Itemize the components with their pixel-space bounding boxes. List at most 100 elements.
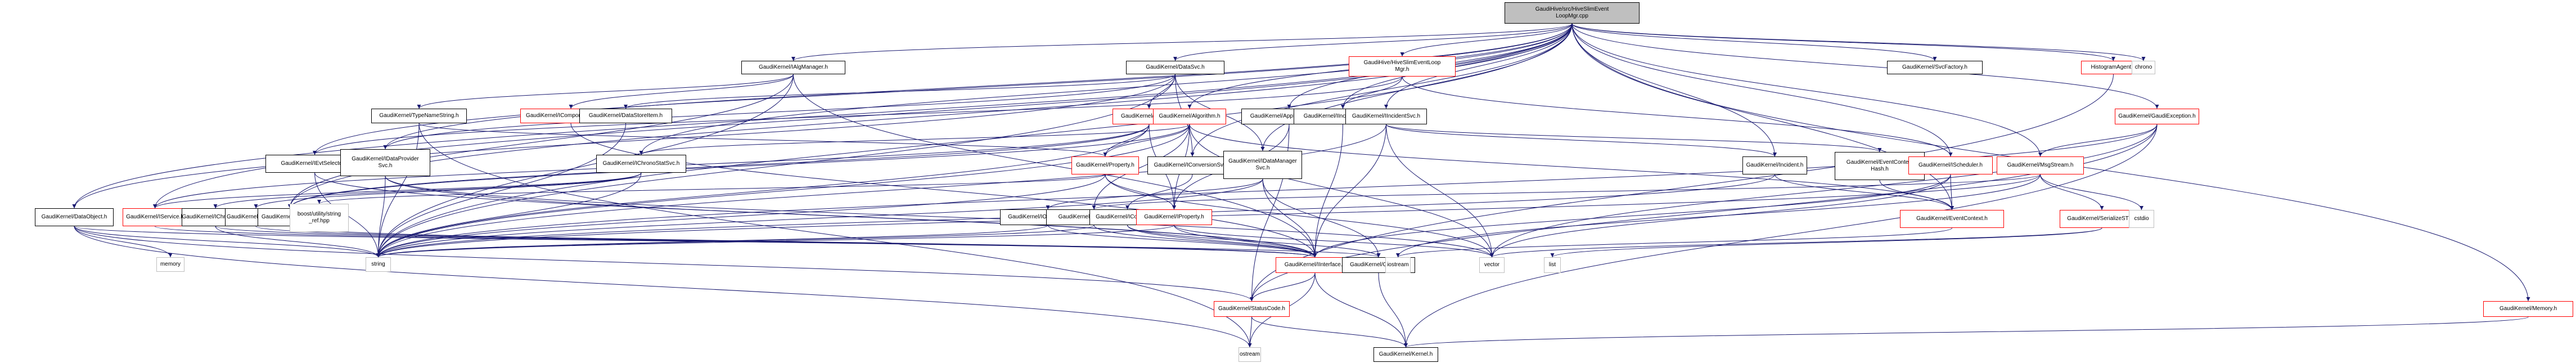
edge-root-to-SvcFactory bbox=[1571, 23, 1937, 61]
node-msgstream[interactable]: GaudiKernel/MsgStream.h bbox=[1997, 156, 2084, 174]
node-datasvc[interactable]: GaudiKernel/DataSvc.h bbox=[1126, 61, 1224, 74]
edge-Service-to-string bbox=[376, 124, 1150, 258]
edge-PropertyH-to-IProperty bbox=[1105, 174, 1176, 210]
edge-root-to-chrono bbox=[1571, 23, 2146, 61]
edge-IProperty-to-vector bbox=[1174, 225, 1494, 258]
edge-SerializeSTL-to-vector bbox=[1490, 227, 2102, 258]
node-string: string bbox=[366, 257, 391, 272]
node-idatamanagersvc[interactable]: GaudiKernel/IDataManager Svc.h bbox=[1223, 151, 1302, 179]
edge-IProperty-to-IInterface bbox=[1174, 225, 1317, 258]
edge-SmartIF-to-IInterface bbox=[290, 226, 1317, 258]
edge-TypeNameString-to-ostream bbox=[418, 123, 1252, 348]
edge-MsgStream-to-iostream bbox=[1396, 174, 2041, 258]
edge-root-to-IChronoStatSvc bbox=[639, 23, 1573, 155]
edge-IMessageSvc-to-string bbox=[376, 225, 1095, 258]
node-dataobject[interactable]: GaudiKernel/DataObject.h bbox=[35, 208, 114, 226]
edge-root-to-string bbox=[376, 23, 1573, 258]
node-iinterface[interactable]: GaudiKernel/IInterface.h bbox=[1276, 257, 1354, 273]
edge-IDataProviderSvc-to-string bbox=[376, 176, 386, 258]
node-gaudiexception[interactable]: GaudiKernel/GaudiException.h bbox=[2115, 109, 2199, 124]
edge-IComponentManager-to-IInterface bbox=[570, 123, 1317, 258]
node-statuscode[interactable]: GaudiKernel/StatusCode.h bbox=[1214, 301, 1290, 317]
edge-IIncidentSvc-to-EventContextHash bbox=[1386, 124, 1882, 153]
node-ostream: ostream bbox=[1239, 347, 1261, 362]
edge-StatusCode-to-ostream bbox=[1248, 316, 1252, 348]
edge-root-to-GaudiException bbox=[1571, 23, 2159, 109]
edge-HistogramAgent-to-StatusCode bbox=[1250, 74, 2114, 302]
edge-IChronoStatSvc-to-string bbox=[376, 172, 642, 258]
edge-IDataProviderSvc-to-vector bbox=[385, 176, 1494, 258]
edge-HiveSlimEventLoopMgrH-to-IIncidentListener bbox=[1341, 76, 1403, 109]
node-iostream: iostream bbox=[1385, 257, 1411, 273]
node-iincidentsvc[interactable]: GaudiKernel/IIncidentSvc.h bbox=[1345, 109, 1427, 124]
edge-IDataManagerSvc-to-IOpaqueAddress bbox=[1046, 178, 1263, 210]
edge-DataSvc-to-IDataProviderSvc bbox=[383, 74, 1176, 150]
node-incident[interactable]: GaudiKernel/Incident.h bbox=[1742, 156, 1807, 174]
edge-IIncidentListener-to-IInterface bbox=[1313, 124, 1343, 258]
edge-IIncidentSvc-to-string bbox=[376, 124, 1386, 258]
edge-IChronoStatSvc-to-IService bbox=[153, 172, 642, 209]
edge-root-to-IScheduler bbox=[1571, 23, 1953, 157]
edge-IProperty-to-string bbox=[376, 225, 1174, 258]
edge-Service-to-SmartIF bbox=[288, 124, 1150, 209]
edge-root-to-Incident bbox=[1571, 23, 1777, 157]
edge-GaudiException-to-MsgStream bbox=[2038, 124, 2158, 157]
edge-IDataManagerSvc-to-string bbox=[376, 178, 1263, 258]
edge-IChronoSvc-to-string bbox=[215, 226, 380, 258]
edge-EventContextHash-to-EventContext bbox=[1879, 180, 1954, 210]
edge-ClassID-to-Kernel bbox=[1378, 272, 1408, 348]
node-ichronostatsvc[interactable]: GaudiKernel/IChronoStatSvc.h bbox=[596, 155, 686, 173]
edge-root-to-IIncidentSvc bbox=[1384, 23, 1573, 109]
node-datastoreitem[interactable]: GaudiKernel/DataStoreItem.h bbox=[579, 109, 672, 123]
node-boost-string-ref: boost/utility/string _ref.hpp bbox=[290, 204, 349, 232]
node-algorithm[interactable]: GaudiKernel/Algorithm.h bbox=[1153, 109, 1226, 124]
node-idataprovidersvc[interactable]: GaudiKernel/IDataProvider Svc.h bbox=[340, 149, 430, 176]
edge-DataSvc-to-DataStoreItem bbox=[624, 74, 1176, 109]
edge-TypeNameString-to-PropertyH bbox=[418, 123, 1107, 157]
node-kernel[interactable]: GaudiKernel/Kernel.h bbox=[1373, 347, 1438, 362]
node-memory-h[interactable]: GaudiKernel/Memory.h bbox=[2483, 301, 2573, 317]
edge-PropertyH-to-vector bbox=[1105, 174, 1494, 258]
node-ialgmanager[interactable]: GaudiKernel/IAlgManager.h bbox=[741, 61, 845, 74]
node-svcfactory[interactable]: GaudiKernel/SvcFactory.h bbox=[1887, 61, 1983, 74]
node-iproperty[interactable]: GaudiKernel/IProperty.h bbox=[1136, 209, 1212, 225]
edge-Algorithm-to-vector bbox=[1189, 124, 1494, 258]
edge-IScheduler-to-IInterface bbox=[1313, 174, 1951, 258]
node-hiveslimeventloopmgr-h[interactable]: GaudiHive/HiveSlimEventLoop Mgr.h bbox=[1349, 56, 1456, 77]
edge-GaudiException-to-vector bbox=[1490, 124, 2158, 258]
edge-IConverter-to-ClassID bbox=[1127, 225, 1381, 258]
node-eventcontext[interactable]: GaudiKernel/EventContext.h bbox=[1900, 210, 2004, 228]
edge-DataObject-to-string bbox=[74, 226, 380, 258]
edge-HiveSlimEventLoopMgrH-to-IEvtSelector bbox=[313, 76, 1403, 155]
edge-MsgStream-to-cstdio bbox=[2040, 174, 2143, 210]
edge-IIncidentSvc-to-IInterface bbox=[1313, 124, 1386, 258]
edge-IChronoStatSvc-to-IStatSvc bbox=[254, 172, 642, 209]
node-typenamestring[interactable]: GaudiKernel/TypeNameString.h bbox=[371, 109, 467, 123]
node-iservice[interactable]: GaudiKernel/IService.h bbox=[123, 208, 187, 226]
node-property[interactable]: GaudiKernel/Property.h bbox=[1071, 156, 1139, 174]
edge-DataObject-to-ostream bbox=[74, 226, 1252, 348]
node-memory-std: memory bbox=[156, 257, 184, 272]
edge-GaudiException-to-string bbox=[376, 124, 2158, 258]
edge-root-to-DataSvc bbox=[1173, 23, 1573, 61]
node-chrono: chrono bbox=[2132, 61, 2155, 74]
edge-IOpaqueAddress-to-IInterface bbox=[1047, 225, 1317, 258]
edge-root-to-IEvtSelector bbox=[313, 23, 1573, 155]
edge-SerializeSTL-to-list bbox=[1550, 227, 2102, 258]
edge-PropertyH-to-string_ref bbox=[317, 174, 1106, 204]
edge-root-to-IDataProviderSvc bbox=[383, 23, 1573, 150]
node-root-hiveslimeventloopmgr-cpp[interactable]: GaudiHive/src/HiveSlimEvent LoopMgr.cpp bbox=[1505, 2, 1640, 24]
edge-MsgStream-to-SerializeSTL bbox=[2040, 174, 2104, 210]
edge-Memory-to-Kernel bbox=[1404, 316, 2529, 348]
edge-Incident-to-EventContext bbox=[1775, 174, 1954, 210]
edge-HiveSlimEventLoopMgrH-to-IScheduler bbox=[1402, 76, 1953, 157]
node-list: list bbox=[1544, 257, 1561, 273]
node-ischeduler[interactable]: GaudiKernel/IScheduler.h bbox=[1908, 156, 1993, 174]
edge-root-to-HistogramAgent bbox=[1571, 23, 2115, 61]
edge-IInterface-to-StatusCode bbox=[1250, 272, 1316, 302]
edge-IIncidentSvc-to-vector bbox=[1386, 124, 1494, 258]
edge-PropertyH-to-string bbox=[376, 174, 1106, 258]
edge-IChronoSvc-to-IInterface bbox=[215, 226, 1317, 258]
edge-root-to-DataObject bbox=[72, 23, 1573, 209]
